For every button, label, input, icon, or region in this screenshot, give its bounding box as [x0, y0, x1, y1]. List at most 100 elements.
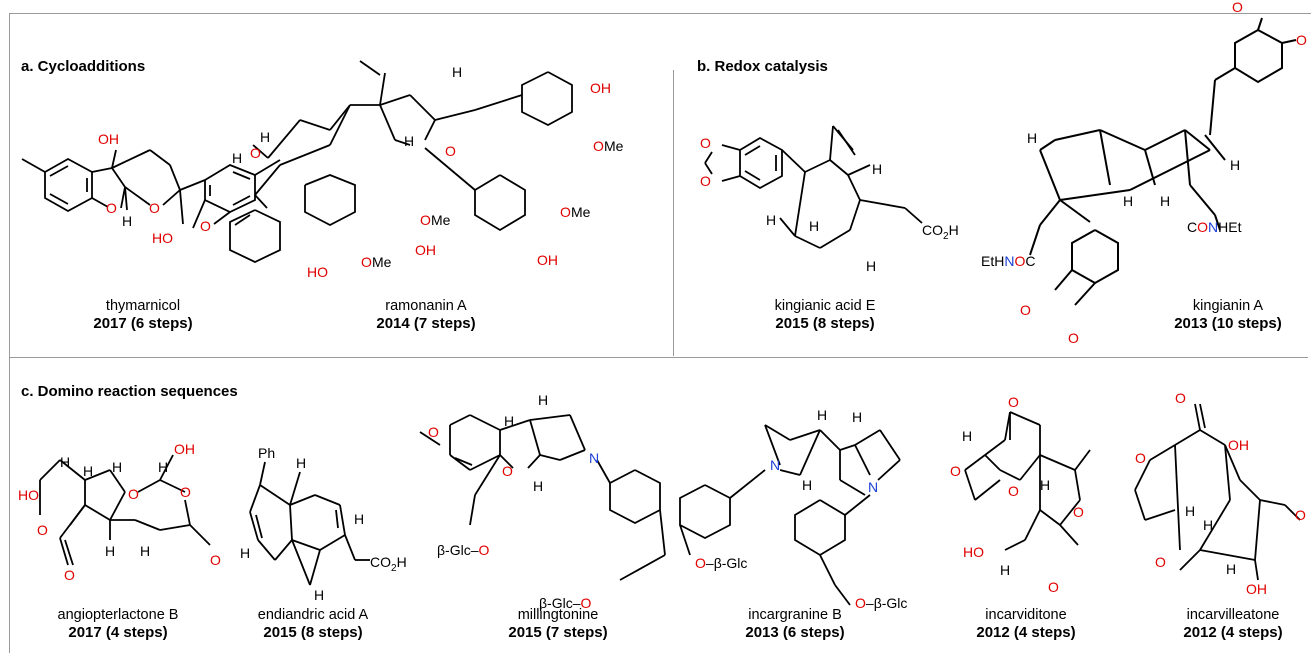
atom-h: H	[1160, 193, 1170, 209]
section-divider-vertical	[673, 70, 674, 356]
atom-bglc: β-Glc	[437, 542, 471, 558]
atom-h: H	[1226, 561, 1236, 577]
svg-text:β-Glc–O: β-Glc–O	[539, 595, 592, 611]
atom-o: O	[1296, 32, 1307, 48]
atom-dash: –	[573, 595, 581, 611]
atom-o: O	[1197, 219, 1208, 235]
atom-h: H	[1230, 157, 1240, 173]
atom-h: H	[852, 409, 862, 425]
atom-o: O	[700, 135, 711, 151]
atom-c: C	[1187, 219, 1197, 235]
figure-frame	[9, 13, 1311, 653]
atom-co: CO	[370, 554, 391, 570]
caption-millingtonine: millingtonine 2015 (7 steps)	[458, 606, 658, 642]
section-title-domino-reactions: c. Domino reaction sequences	[21, 383, 238, 400]
atom-subscript: 2	[391, 563, 397, 574]
atom-o: O	[581, 595, 592, 611]
atom-o: O	[428, 424, 439, 440]
atom-h: H	[504, 413, 514, 429]
atom-o: O	[855, 595, 866, 611]
atom-n: N	[589, 450, 599, 466]
atom-o: O	[200, 218, 211, 234]
atom-dash: –	[706, 555, 714, 571]
caption-ramonanin-a: ramonanin A 2014 (7 steps)	[326, 297, 526, 333]
atom-o: O	[361, 254, 372, 270]
caption-angiopterlactone-b: angiopterlactone B 2017 (4 steps)	[18, 606, 218, 642]
atom-me: Me	[604, 138, 624, 154]
atom-h: H	[232, 150, 242, 166]
compound-name: incarviditone	[985, 607, 1067, 623]
compound-name: incargranine B	[748, 607, 842, 623]
atom-o: O	[1020, 302, 1031, 318]
compound-name: millingtonine	[517, 607, 599, 623]
atom-h: H	[158, 459, 168, 475]
atom-oh: OH	[1228, 437, 1249, 453]
compound-name: kingianin A	[1192, 298, 1264, 314]
atom-h: H	[105, 543, 115, 559]
atom-ho: HO	[963, 544, 984, 560]
atom-bglc: β-Glc	[874, 595, 908, 611]
svg-text:CO2H: CO2H	[370, 554, 407, 574]
atom-o: O	[1014, 253, 1025, 269]
atom-o: O	[1175, 390, 1186, 406]
atom-oh: OH	[174, 441, 195, 457]
atom-bglc: β-Glc	[539, 595, 573, 611]
atom-me: Me	[372, 254, 392, 270]
atom-h: H	[397, 554, 407, 570]
atom-o: O	[106, 200, 117, 216]
atom-o: O	[593, 138, 604, 154]
svg-text:β-Glc–O: β-Glc–O	[437, 542, 490, 558]
caption-kingianin-a: kingianin A 2013 (10 steps)	[1128, 297, 1312, 333]
atom-h: H	[240, 545, 250, 561]
atom-n: N	[770, 457, 780, 473]
atom-ho: HO	[307, 264, 328, 280]
atom-o: O	[560, 204, 571, 220]
atom-c: C	[1025, 253, 1035, 269]
atom-eth: EtH	[981, 253, 1004, 269]
atom-h: H	[533, 478, 543, 494]
atom-me: Me	[431, 212, 451, 228]
atom-oh: OH	[537, 252, 558, 268]
atom-o: O	[128, 486, 139, 502]
atom-h: H	[866, 258, 876, 274]
atom-h: H	[314, 587, 324, 603]
atom-h: H	[404, 133, 414, 149]
compound-name: ramonanin A	[385, 298, 467, 314]
atom-n: N	[1004, 253, 1014, 269]
atom-o: O	[250, 145, 261, 161]
atom-o: O	[1008, 394, 1019, 410]
atom-o: O	[210, 552, 221, 568]
atom-o: O	[1232, 0, 1243, 15]
compound-name: incarvilleatone	[1186, 607, 1280, 623]
atom-oh: OH	[98, 131, 119, 147]
atom-o: O	[479, 542, 490, 558]
svg-text:EtHNOC: EtHNOC	[981, 253, 1035, 269]
atom-h: H	[354, 511, 364, 527]
atom-o: O	[1068, 330, 1079, 346]
atom-o: O	[37, 522, 48, 538]
atom-h: H	[1040, 477, 1050, 493]
atom-h: H	[122, 213, 132, 229]
svg-text:CO2H: CO2H	[922, 222, 959, 242]
compound-name: thymarnicol	[105, 298, 181, 314]
atom-hett: HEt	[1218, 219, 1241, 235]
compound-synthesis-year: 2013 (6 steps)	[745, 624, 845, 641]
atom-h: H	[817, 407, 827, 423]
atom-o: O	[420, 212, 431, 228]
atom-o: O	[149, 200, 160, 216]
atom-o: O	[1155, 554, 1166, 570]
atom-ph: Ph	[258, 445, 275, 461]
atom-n: N	[868, 479, 878, 495]
atom-h: H	[809, 218, 819, 234]
atom-h: H	[1000, 562, 1010, 578]
section-title-cycloadditions: a. Cycloadditions	[21, 58, 146, 75]
compound-synthesis-year: 2017 (6 steps)	[93, 315, 193, 332]
section-title-redox-catalysis: b. Redox catalysis	[697, 58, 828, 75]
compound-name: angiopterlactone B	[57, 607, 179, 623]
atom-o: O	[1008, 483, 1019, 499]
compound-synthesis-year: 2015 (8 steps)	[263, 624, 363, 641]
compound-synthesis-year: 2017 (4 steps)	[68, 624, 168, 641]
atom-o: O	[1295, 507, 1306, 523]
compound-synthesis-year: 2012 (4 steps)	[976, 624, 1076, 641]
